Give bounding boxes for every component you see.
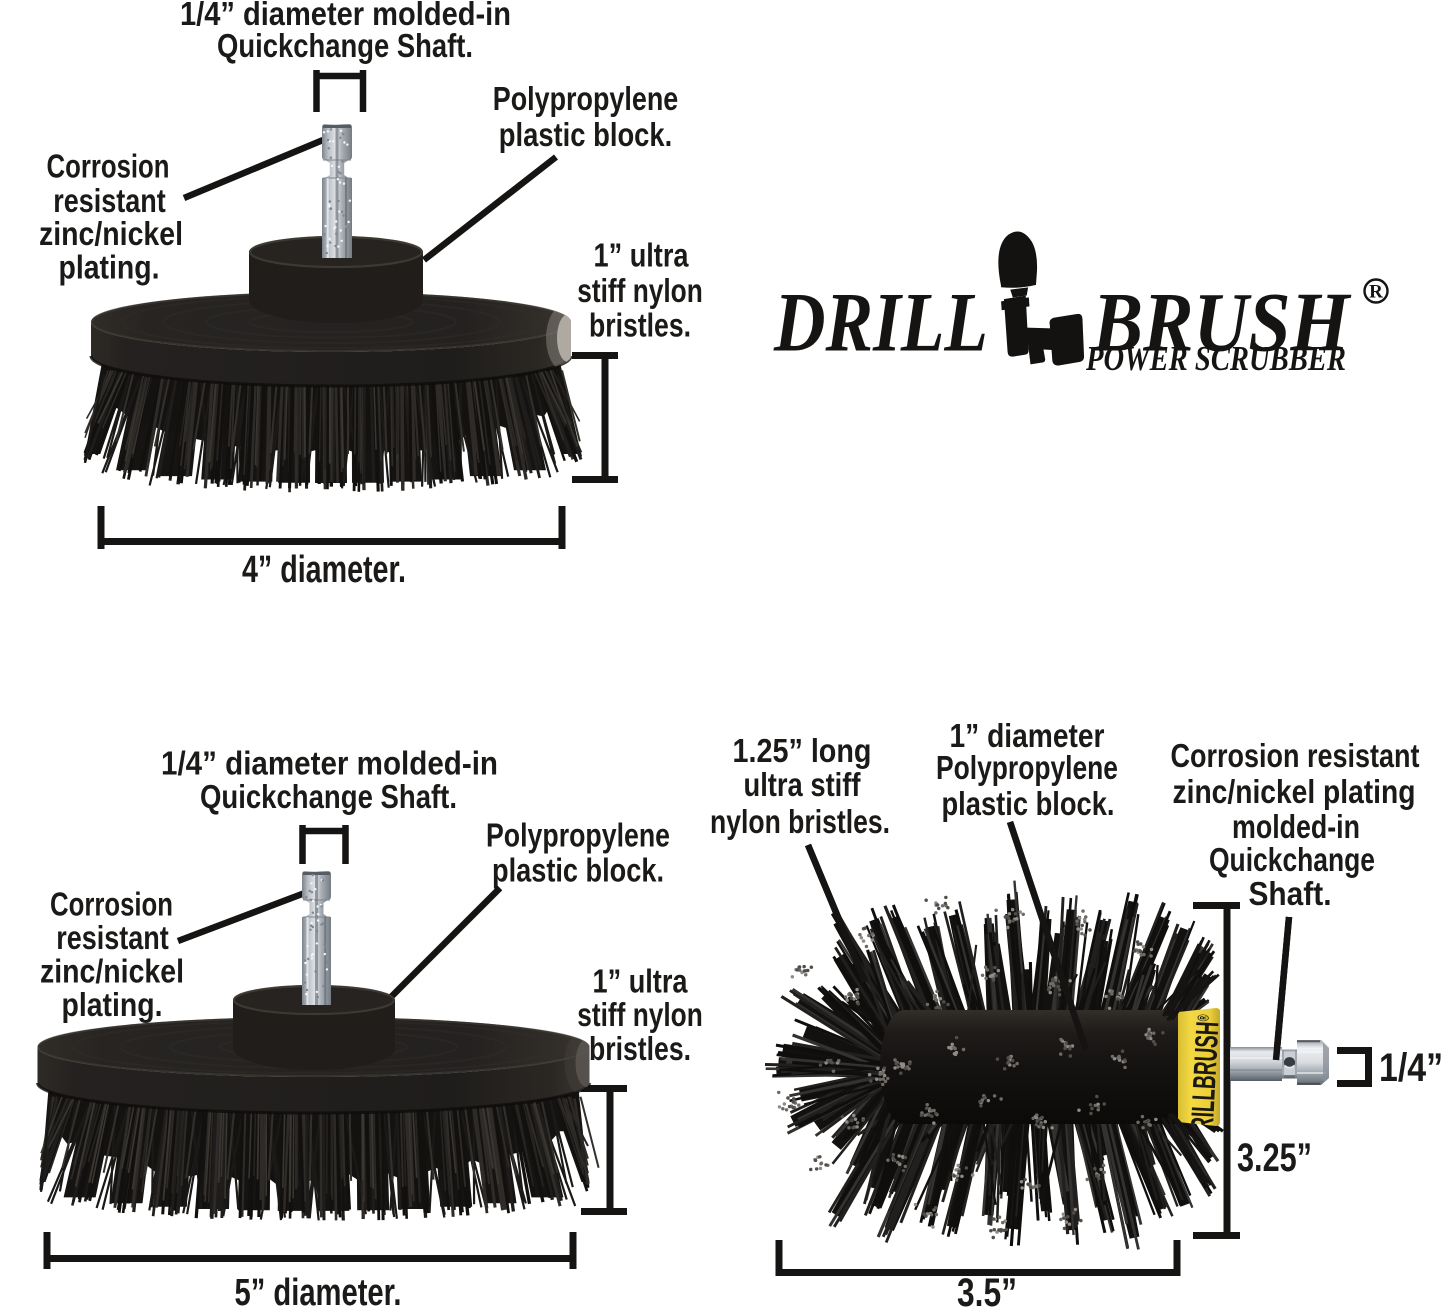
svg-text:3.5”: 3.5” xyxy=(957,1271,1017,1308)
svg-text:1.25” long: 1.25” long xyxy=(733,732,872,769)
svg-text:bristles.: bristles. xyxy=(589,307,691,344)
svg-text:ultra stiff: ultra stiff xyxy=(744,766,862,803)
svg-text:1” diameter: 1” diameter xyxy=(950,717,1105,754)
svg-text:BRUSH: BRUSH xyxy=(1092,276,1352,370)
svg-text:Quickchange: Quickchange xyxy=(1209,841,1375,878)
svg-text:Corrosion resistant: Corrosion resistant xyxy=(1171,737,1420,774)
svg-text:1” ultra: 1” ultra xyxy=(594,237,690,274)
svg-text:R: R xyxy=(1369,282,1383,303)
svg-text:POWER SCRUBBER: POWER SCRUBBER xyxy=(1085,340,1346,378)
svg-text:nylon bristles.: nylon bristles. xyxy=(710,803,890,840)
svg-text:zinc/nickel: zinc/nickel xyxy=(40,953,184,990)
svg-text:stiff nylon: stiff nylon xyxy=(577,272,703,309)
svg-text:Polypropylene: Polypropylene xyxy=(936,749,1118,786)
svg-text:1/4” diameter molded-in: 1/4” diameter molded-in xyxy=(180,0,511,32)
svg-text:Corrosion: Corrosion xyxy=(47,148,170,185)
svg-text:Polypropylene: Polypropylene xyxy=(493,80,679,117)
svg-text:zinc/nickel plating: zinc/nickel plating xyxy=(1173,773,1416,810)
svg-text:plating.: plating. xyxy=(59,249,160,286)
svg-text:1/4”: 1/4” xyxy=(1379,1046,1443,1090)
svg-text:Quickchange Shaft.: Quickchange Shaft. xyxy=(217,27,473,64)
svg-text:plastic block.: plastic block. xyxy=(942,785,1115,822)
svg-text:5” diameter.: 5” diameter. xyxy=(235,1272,402,1308)
svg-text:bristles.: bristles. xyxy=(589,1030,691,1067)
svg-text:Corrosion: Corrosion xyxy=(50,886,173,923)
svg-text:plastic block.: plastic block. xyxy=(499,116,673,153)
svg-text:3.25”: 3.25” xyxy=(1237,1136,1312,1180)
svg-text:DRILL: DRILL xyxy=(773,276,988,370)
svg-text:resistant: resistant xyxy=(53,182,166,219)
svg-text:plastic block.: plastic block. xyxy=(492,852,664,889)
svg-text:4” diameter.: 4” diameter. xyxy=(242,549,406,591)
svg-text:Quickchange Shaft.: Quickchange Shaft. xyxy=(200,778,457,815)
svg-text:plating.: plating. xyxy=(62,986,163,1023)
svg-text:1” ultra: 1” ultra xyxy=(593,963,689,1000)
svg-text:Polypropylene: Polypropylene xyxy=(486,817,670,854)
svg-text:zinc/nickel: zinc/nickel xyxy=(39,215,183,252)
svg-text:stiff nylon: stiff nylon xyxy=(577,996,703,1033)
svg-text:DRILLBRUSH®: DRILLBRUSH® xyxy=(1183,1014,1226,1146)
svg-text:Shaft.: Shaft. xyxy=(1249,875,1332,912)
svg-text:molded-in: molded-in xyxy=(1232,808,1360,845)
svg-text:1/4” diameter molded-in: 1/4” diameter molded-in xyxy=(161,745,498,782)
svg-text:resistant: resistant xyxy=(56,919,169,956)
